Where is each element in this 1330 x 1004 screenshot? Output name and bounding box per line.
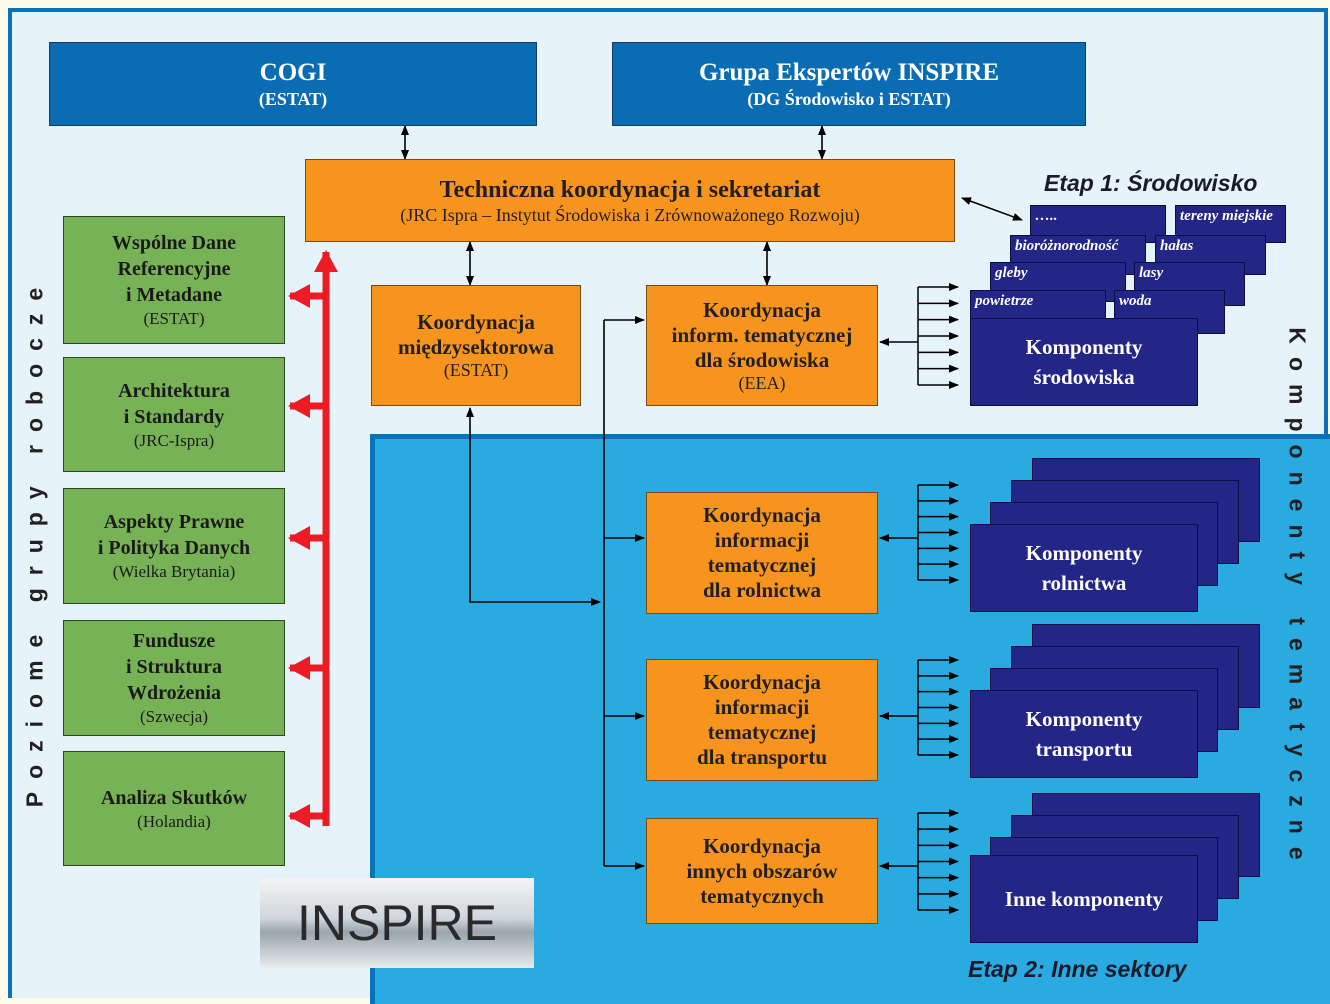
transport-l1: Koordynacja	[703, 670, 821, 694]
env-components-box: Komponenty środowiska	[970, 318, 1198, 406]
experts-title: Grupa Ekspertów INSPIRE	[698, 59, 1000, 86]
intersector-box: Koordynacja międzysektorowa (ESTAT)	[371, 285, 581, 406]
wg4-l3: Wdrożenia	[126, 682, 222, 704]
other-comp-l1: Inne komponenty	[1004, 887, 1164, 911]
intersector-sub: (ESTAT)	[443, 360, 509, 380]
env-line3: dla środowiska	[694, 347, 830, 372]
transport-coordination-box: Koordynacja informacji tematycznej dla t…	[646, 659, 878, 781]
wg4-sub: (Szwecja)	[140, 707, 208, 726]
wg-box-4: Fundusze i Struktura Wdrożenia (Szwecja)	[63, 620, 285, 736]
other-l3: tematycznych	[700, 883, 824, 908]
agri-l3: tematycznej	[707, 553, 817, 577]
wg-box-3: Aspekty Prawne i Polityka Danych (Wielka…	[63, 488, 285, 604]
coordination-sub: (JRC Ispra – Instytut Środowiska i Zrówn…	[400, 205, 860, 225]
env-coordination-box: Koordynacja inform. tematycznej dla środ…	[646, 285, 878, 406]
env-comp-l2: środowiska	[1033, 365, 1135, 389]
components-vertical-label: Komponenty tematyczne	[1284, 327, 1311, 873]
intersector-line1: Koordynacja	[417, 310, 535, 334]
transport-comp-l2: transportu	[1035, 737, 1133, 761]
stage1-title: Etap 1: Środowisko	[1044, 170, 1258, 196]
env-line1: Koordynacja	[703, 297, 821, 322]
cogi-title: COGI	[259, 59, 327, 86]
transport-components-box: Komponenty transportu	[970, 690, 1198, 778]
wg1-l2: Referencyjne	[117, 258, 231, 280]
wg3-l2: i Polityka Danych	[97, 537, 251, 559]
env-line2: inform. tematycznej	[671, 322, 853, 347]
wg1-l3: i Metadane	[125, 284, 223, 306]
agri-l2: informacji	[714, 528, 810, 552]
agri-comp-l2: rolnictwa	[1041, 571, 1127, 595]
other-components-box: Inne komponenty	[970, 855, 1198, 943]
wg-box-2: Architektura i Standardy (JRC-Ispra)	[63, 357, 285, 472]
env-sub: (EEA)	[738, 372, 786, 393]
agri-coordination-box: Koordynacja informacji tematycznej dla r…	[646, 492, 878, 614]
transport-l3: tematycznej	[707, 720, 817, 744]
stage2-title: Etap 2: Inne sektory	[968, 956, 1187, 982]
arrow-stage1	[961, 197, 1023, 221]
experts-sub: (DG Środowisko i ESTAT)	[747, 89, 951, 109]
transport-comp-l1: Komponenty	[1025, 707, 1143, 731]
other-coordination-box: Koordynacja innych obszarów tematycznych	[646, 818, 878, 924]
intersector-line2: międzysektorowa	[398, 335, 554, 359]
wg5-l1: Analiza Skutków	[100, 786, 248, 809]
wg-box-5: Analiza Skutków (Holandia)	[63, 751, 285, 866]
wg3-l1: Aspekty Prawne	[103, 511, 245, 533]
other-l2: innych obszarów	[686, 858, 838, 883]
technical-coordination-box: Techniczna koordynacja i sekretariat (JR…	[305, 159, 955, 242]
cogi-sub: (ESTAT)	[258, 89, 328, 109]
transport-l4: dla transportu	[696, 745, 828, 769]
wg4-l2: i Struktura	[125, 656, 223, 678]
wg2-sub: (JRC-Ispra)	[133, 430, 215, 450]
working-groups-vertical-label: Poziome grupy robocze	[21, 274, 48, 808]
experts-box: Grupa Ekspertów INSPIRE (DG Środowisko i…	[612, 42, 1086, 126]
wg3-sub: (Wielka Brytania)	[112, 562, 236, 581]
cogi-box: COGI (ESTAT)	[49, 42, 537, 126]
agri-comp-l1: Komponenty	[1025, 541, 1143, 565]
coordination-title: Techniczna koordynacja i sekretariat	[439, 177, 821, 203]
transport-l2: informacji	[714, 695, 810, 719]
wg1-l1: Wspólne Dane	[112, 232, 236, 254]
wg1-sub: (ESTAT)	[143, 309, 205, 328]
wg2-l2: i Standardy	[123, 405, 225, 428]
agri-components-box: Komponenty rolnictwa	[970, 524, 1198, 612]
agri-l1: Koordynacja	[703, 503, 821, 527]
env-comp-l1: Komponenty	[1025, 335, 1143, 359]
wg-box-1: Wspólne Dane Referencyjne i Metadane (ES…	[63, 216, 285, 344]
link-intersector-trunk	[466, 407, 601, 606]
wg2-l1: Architektura	[118, 379, 230, 402]
wg5-sub: (Holandia)	[137, 811, 211, 831]
wg4-l1: Fundusze	[132, 630, 216, 652]
agri-l4: dla rolnictwa	[702, 578, 822, 602]
other-l1: Koordynacja	[703, 833, 821, 858]
inspire-logo: INSPIRE	[260, 878, 534, 968]
